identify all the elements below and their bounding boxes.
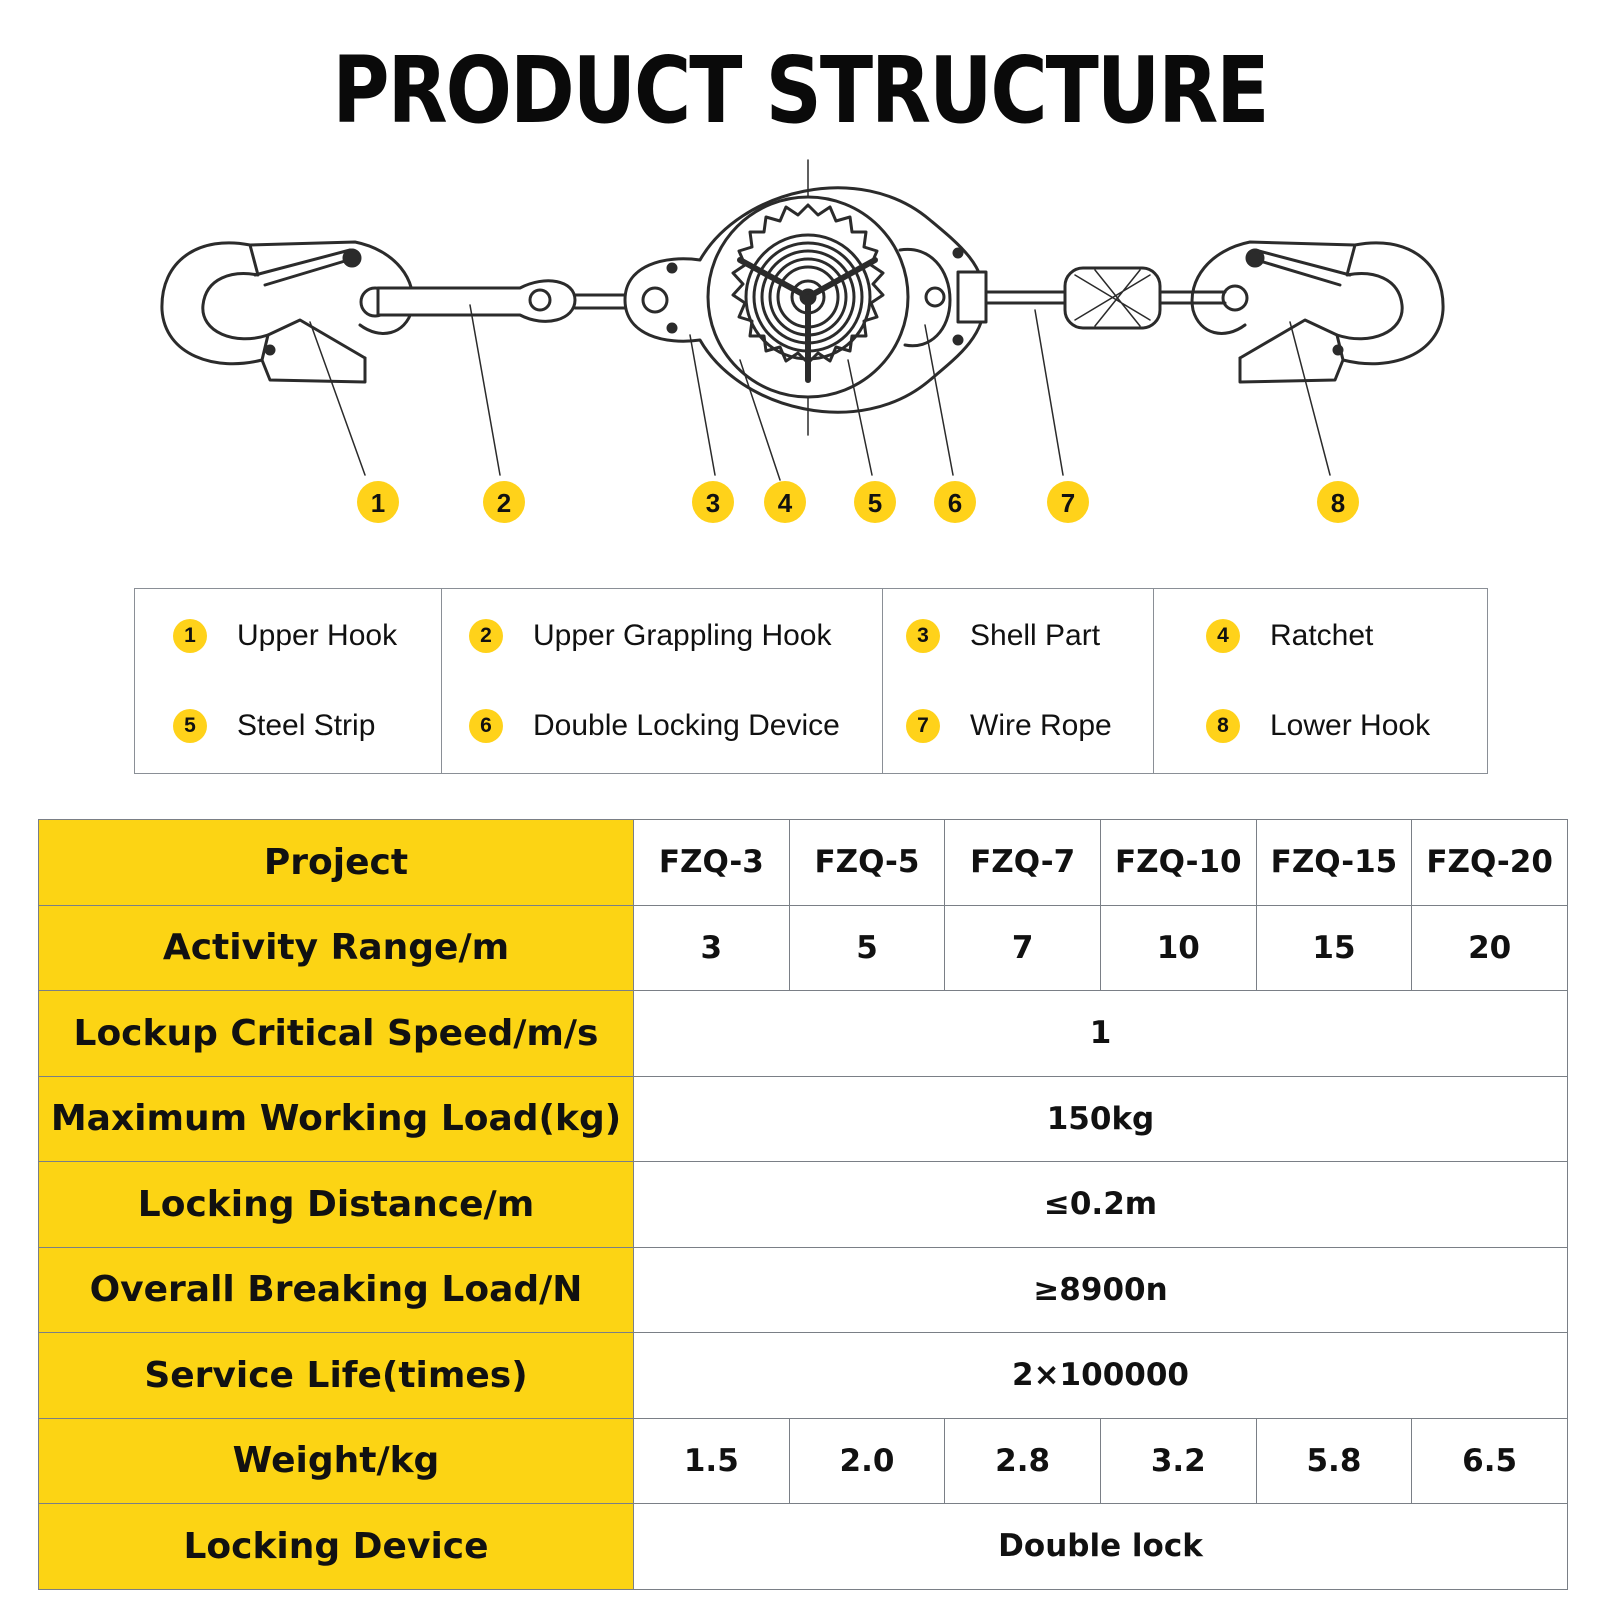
row-label: Locking Device xyxy=(38,1503,634,1590)
table-cell: 7 xyxy=(944,904,1101,991)
legend-item-ratchet: 4 Ratchet xyxy=(1206,619,1373,653)
callout-7: 7 xyxy=(1047,481,1089,523)
legend-label: Wire Rope xyxy=(970,709,1112,742)
table-row: Maximum Working Load(kg)150kg xyxy=(38,1075,1568,1162)
legend-item-double-locking-device: 6 Double Locking Device xyxy=(469,709,840,743)
table-cell: 3.2 xyxy=(1099,1417,1257,1504)
legend-number: 7 xyxy=(906,709,940,743)
legend-label: Ratchet xyxy=(1270,619,1374,652)
table-cell: ≤0.2m xyxy=(633,1161,1568,1248)
legend-item-upper-hook: 1 Upper Hook xyxy=(173,619,397,653)
table-cell: FZQ-3 xyxy=(633,819,790,906)
callout-8: 8 xyxy=(1317,481,1359,523)
table-cell: 5 xyxy=(788,904,946,991)
row-label: Activity Range/m xyxy=(38,904,634,991)
table-cell: 5.8 xyxy=(1255,1417,1413,1504)
table-cell: FZQ-15 xyxy=(1255,819,1413,906)
table-cell: 20 xyxy=(1411,904,1568,991)
svg-text:8: 8 xyxy=(1331,488,1345,518)
table-cell: 2.8 xyxy=(944,1417,1101,1504)
legend-number: 3 xyxy=(906,619,940,653)
legend-number: 5 xyxy=(173,709,207,743)
table-cell: FZQ-10 xyxy=(1099,819,1257,906)
table-row: Locking Distance/m≤0.2m xyxy=(38,1161,1568,1248)
upper-grappling-hook xyxy=(376,279,627,476)
row-label: Maximum Working Load(kg) xyxy=(38,1075,634,1162)
legend-label: Lower Hook xyxy=(1270,709,1431,742)
table-cell: 1 xyxy=(633,990,1568,1077)
legend-item-upper-grappling-hook: 2 Upper Grappling Hook xyxy=(469,619,832,653)
row-label: Service Life(times) xyxy=(38,1332,634,1419)
callout-1: 1 xyxy=(357,481,399,523)
table-cell: 3 xyxy=(633,904,790,991)
table-cell: 10 xyxy=(1099,904,1257,991)
lower-hook xyxy=(1190,240,1445,476)
table-cell: Double lock xyxy=(633,1503,1568,1590)
legend-item-steel-strip: 5 Steel Strip xyxy=(173,709,375,743)
table-row: Service Life(times)2×100000 xyxy=(38,1332,1568,1419)
svg-text:4: 4 xyxy=(778,488,793,518)
table-cell: 2×100000 xyxy=(633,1332,1568,1419)
row-label: Project xyxy=(38,819,634,906)
callout-4: 4 xyxy=(764,481,806,523)
row-label: Weight/kg xyxy=(38,1417,634,1504)
table-cell: 6.5 xyxy=(1411,1417,1568,1504)
row-label: Lockup Critical Speed/m/s xyxy=(38,990,634,1077)
double-locking-device xyxy=(898,247,988,476)
svg-text:7: 7 xyxy=(1061,488,1075,518)
legend-item-lower-hook: 8 Lower Hook xyxy=(1206,709,1430,743)
legend-label: Upper Hook xyxy=(237,619,398,652)
parts-legend: 1 Upper Hook 2 Upper Grappling Hook 3 Sh… xyxy=(134,588,1488,774)
table-cell: 150kg xyxy=(633,1075,1568,1162)
svg-text:2: 2 xyxy=(497,488,511,518)
legend-item-shell-part: 3 Shell Part xyxy=(906,619,1100,653)
page-title: PRODUCT STRUCTURE xyxy=(332,38,1269,145)
svg-text:3: 3 xyxy=(706,488,720,518)
table-cell: FZQ-7 xyxy=(944,819,1101,906)
row-label: Locking Distance/m xyxy=(38,1161,634,1248)
steel-strip xyxy=(737,233,878,476)
table-cell: FZQ-5 xyxy=(788,819,946,906)
legend-number: 4 xyxy=(1206,619,1240,653)
callout-5: 5 xyxy=(854,481,896,523)
upper-hook xyxy=(160,240,415,476)
table-cell: 2.0 xyxy=(788,1417,946,1504)
legend-number: 8 xyxy=(1206,709,1240,743)
legend-item-wire-rope: 7 Wire Rope xyxy=(906,709,1112,743)
svg-text:1: 1 xyxy=(371,488,385,518)
callout-3: 3 xyxy=(692,481,734,523)
product-structure-diagram: 1 2 3 4 5 6 7 8 xyxy=(160,159,1445,523)
legend-number: 6 xyxy=(469,709,503,743)
legend-label: Double Locking Device xyxy=(533,709,840,742)
wire-rope xyxy=(984,266,1249,476)
table-cell: ≥8900n xyxy=(633,1246,1568,1333)
legend-label: Steel Strip xyxy=(237,709,376,742)
legend-label: Shell Part xyxy=(970,619,1101,652)
table-cell: 15 xyxy=(1255,904,1413,991)
legend-number: 1 xyxy=(173,619,207,653)
callout-6: 6 xyxy=(934,481,976,523)
table-cell: 1.5 xyxy=(633,1417,790,1504)
svg-text:5: 5 xyxy=(868,488,882,518)
row-label: Overall Breaking Load/N xyxy=(38,1246,634,1333)
legend-label: Upper Grappling Hook xyxy=(533,619,832,652)
table-cell: FZQ-20 xyxy=(1411,819,1568,906)
callout-2: 2 xyxy=(483,481,525,523)
legend-number: 2 xyxy=(469,619,503,653)
table-row: Overall Breaking Load/N≥8900n xyxy=(38,1246,1568,1333)
svg-text:6: 6 xyxy=(948,488,962,518)
